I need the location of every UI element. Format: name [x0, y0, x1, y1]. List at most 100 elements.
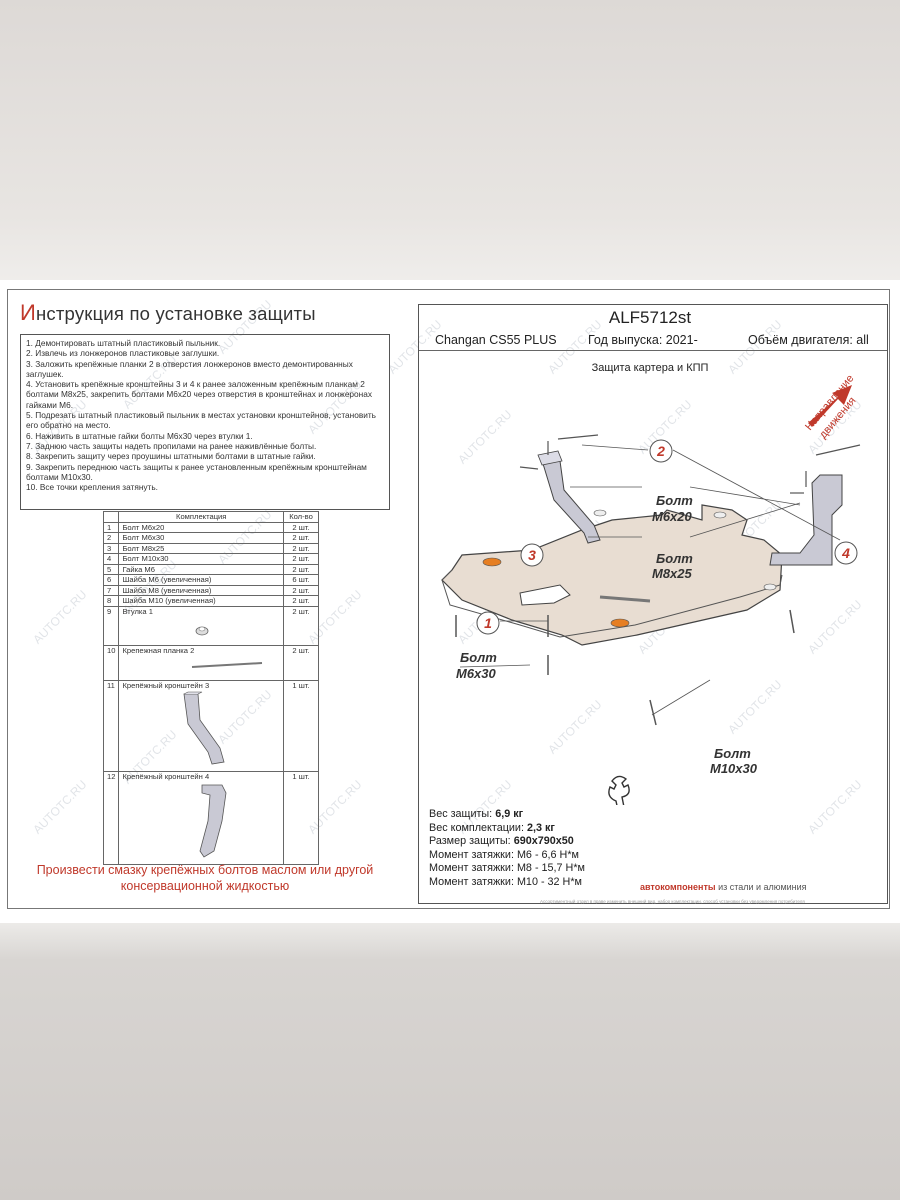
step-10: 10. Все точки крепления затянуть. — [26, 482, 158, 493]
lubrication-warning: Произвести смазку крепёжных болтов масло… — [36, 863, 374, 893]
spec-size: Размер защиты: 690х790х50 — [429, 835, 585, 849]
spec-size-label: Размер защиты: — [429, 835, 511, 847]
brand-name: автокомпоненты — [640, 882, 716, 892]
row-num: 2 — [102, 532, 120, 544]
callout-1: 1 — [476, 611, 500, 635]
bracket-3-top — [537, 450, 563, 466]
leader-m8x25 — [689, 502, 801, 538]
row-name-cell: Крепежная планка 2 — [118, 644, 284, 681]
row-name: Болт М10х30 — [118, 553, 284, 565]
label-m6x30: Болт М6х30 — [456, 650, 497, 681]
step-8: 8. Закрепить защиту через проушины штатн… — [26, 451, 316, 462]
kit-header-num — [102, 511, 120, 523]
specifications: Вес защиты: 6,9 кг Вес комплектации: 2,3… — [429, 808, 585, 889]
row-num: 10 — [102, 644, 120, 681]
callout-3: 3 — [520, 543, 544, 567]
row-num: 1 — [102, 521, 120, 533]
row-name: Шайба М10 (увеличенная) — [118, 595, 284, 607]
row-qty: 2 шт. — [283, 605, 319, 646]
direction-arrow: Направление движения — [803, 375, 858, 441]
model-year: Год выпуска: 2021- — [588, 333, 698, 347]
bracket-3-image — [183, 691, 225, 765]
spec-weight-label: Вес защиты: — [429, 808, 493, 820]
spec-torque-m10: Момент затяжки: М10 - 32 Н*м — [429, 875, 582, 888]
svg-text:Болт: Болт — [656, 551, 693, 566]
label-m10x30: Болт М10х30 — [710, 746, 758, 776]
row-name: Болт М8х25 — [118, 542, 284, 554]
plate-slot — [599, 595, 651, 603]
bracket-4-image — [200, 784, 227, 858]
mounting-plate-2a — [557, 434, 599, 440]
svg-text:М10х30: М10х30 — [710, 761, 758, 776]
brand-tagline: автокомпоненты из стали и алюминия — [640, 882, 807, 892]
row-qty: 1 шт. — [283, 770, 319, 865]
mount-hole — [593, 509, 607, 517]
row-qty: 2 шт. — [283, 644, 319, 681]
svg-text:М6х20: М6х20 — [652, 509, 693, 524]
row-num: 6 — [102, 574, 120, 586]
product-code: ALF5712st — [608, 308, 692, 327]
diagram-subtitle: Защита картера и КПП — [591, 362, 709, 374]
row-name: Болт М6х30 — [118, 532, 284, 544]
kit-header-qty: Кол-во — [283, 511, 319, 523]
mounting-plate-2b — [815, 444, 861, 456]
installation-diagram: Направление движения — [441, 375, 861, 805]
page-title: Инструкция по установке защиты — [20, 300, 316, 326]
leader-m6x20b — [689, 486, 801, 506]
svg-text:М8х25: М8х25 — [652, 566, 693, 581]
row-name: Крепёжный кронштейн 4 — [122, 771, 210, 781]
row-num: 12 — [102, 770, 120, 865]
row-name: Шайба М8 (увеличенная) — [118, 584, 284, 596]
step-3: 3. Заложить крепёжные планки 2 в отверст… — [26, 358, 353, 379]
callout-2: 2 — [649, 439, 673, 463]
skid-plate-cutout — [519, 584, 571, 606]
row-num: 3 — [102, 542, 120, 554]
spec-kit-weight-label: Вес комплектации: — [429, 821, 524, 834]
leader-m6x30 — [459, 664, 531, 668]
row-qty: 2 шт. — [283, 542, 319, 554]
svg-text:М6х30: М6х30 — [456, 666, 497, 681]
header-divider — [419, 350, 887, 351]
row-qty: 2 шт. — [283, 584, 319, 596]
row-name-cell: Крепёжный кронштейн 3 — [118, 679, 284, 772]
bolt-m10x30 — [789, 609, 795, 634]
table-row: 10 Крепежная планка 2 2 шт. — [102, 644, 319, 681]
bushing-image — [196, 626, 209, 636]
svg-text:Болт: Болт — [714, 746, 751, 761]
row-name: Втулка 1 — [122, 606, 153, 616]
row-num: 8 — [102, 595, 120, 607]
brand-rest: из стали и алюминия — [718, 882, 807, 892]
spec-size-value: 690х790х50 — [513, 835, 574, 847]
row-qty: 2 шт. — [283, 553, 319, 565]
svg-text:4: 4 — [841, 545, 850, 561]
row-qty: 2 шт. — [283, 563, 319, 575]
kit-header-name: Комплектация — [118, 511, 284, 523]
svg-text:3: 3 — [528, 547, 536, 563]
row-name: Шайба М6 (увеличенная) — [118, 574, 284, 586]
step-9: 9. Закрепить переднюю часть защиты к ран… — [26, 461, 367, 482]
spec-weight-value: 6,9 кг — [495, 808, 524, 820]
row-num: 7 — [102, 584, 120, 596]
installation-steps: 1. Демонтировать штатный пластиковый пыл… — [20, 334, 390, 510]
car-model: Changan CS55 PLUS — [435, 333, 557, 347]
row-num: 5 — [102, 563, 120, 575]
row-qty: 6 шт. — [283, 574, 319, 586]
title-first-letter: И — [20, 300, 37, 325]
mount-hole — [713, 511, 727, 519]
spec-weight: Вес защиты: 6,9 кг — [429, 808, 585, 822]
mount-slot-orange — [610, 618, 630, 628]
step-6: 6. Наживить в штатные гайки болты М6х30 … — [26, 430, 253, 441]
diagram-frame — [418, 304, 888, 904]
spec-torque-m6: Момент затяжки: М6 - 6,6 Н*м — [429, 848, 579, 861]
step-2: 2. Извлечь из лонжеронов пластиковые заг… — [26, 348, 220, 359]
spec-kit-weight: Вес комплектации: 2,3 кг — [429, 822, 585, 836]
row-name: Гайка М6 — [118, 563, 284, 575]
